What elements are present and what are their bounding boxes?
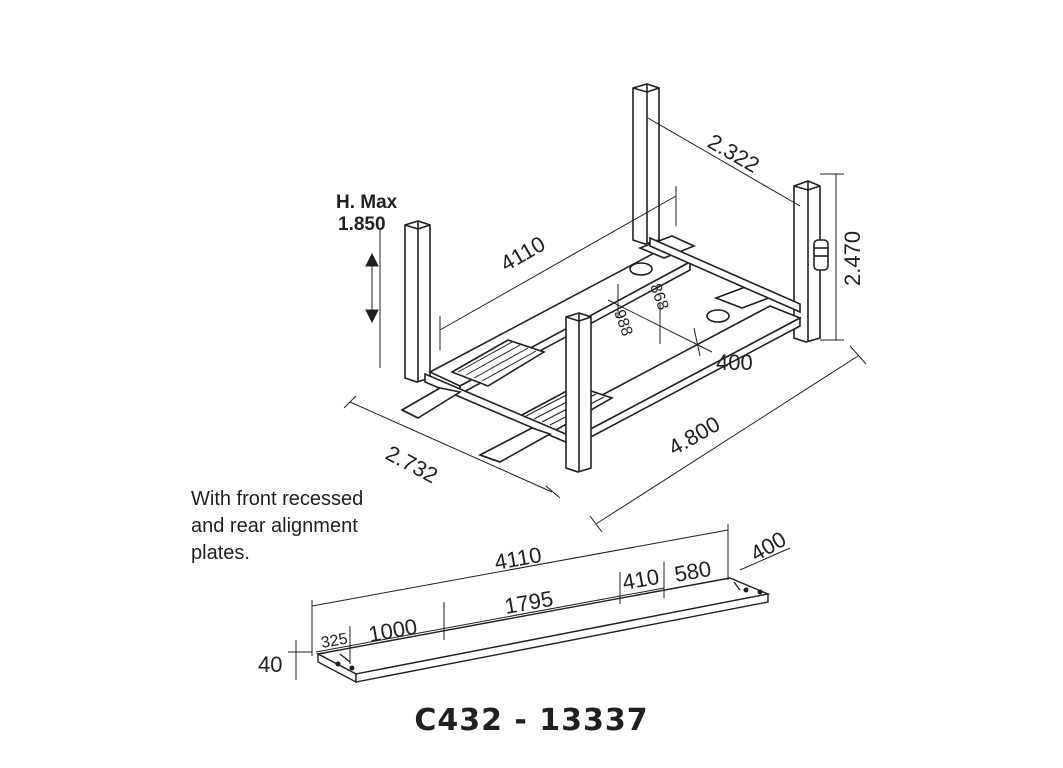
runway-detail-drawing bbox=[315, 577, 771, 684]
runway-thickness: 40 bbox=[258, 652, 282, 677]
runway-width: 400 bbox=[746, 526, 790, 566]
dim-post-spacing-diagonal: 2.322 bbox=[704, 129, 764, 178]
dim-column-height: 2.470 bbox=[840, 231, 865, 286]
runway-total-length: 4110 bbox=[493, 542, 544, 575]
post-rear-left bbox=[632, 83, 660, 245]
note-line-3: plates. bbox=[191, 542, 250, 564]
dim-max-height-label: H. Max bbox=[336, 192, 398, 213]
dim-overall-length: 4.800 bbox=[664, 411, 724, 460]
dim-max-height-value: 1.850 bbox=[338, 214, 386, 235]
post-front-left bbox=[404, 220, 431, 383]
model-number: C432 - 13337 bbox=[414, 703, 649, 738]
dim-runway-width: 400 bbox=[716, 350, 753, 375]
note-text: With front recessed and rear alignment p… bbox=[191, 486, 391, 567]
four-post-lift-drawing bbox=[400, 83, 829, 473]
note-line-1: With front recessed bbox=[191, 488, 364, 510]
dim-inner-width-a: 868 bbox=[646, 282, 671, 313]
runway-segment-1: 325 bbox=[320, 631, 349, 652]
runway-detail-dimension-lines bbox=[288, 524, 791, 680]
post-rear-right bbox=[793, 180, 829, 343]
dim-overall-width: 2.732 bbox=[382, 440, 442, 488]
dim-runway-length: 4110 bbox=[496, 231, 549, 276]
note-line-2: and rear alignment bbox=[191, 515, 358, 537]
post-front-right bbox=[565, 312, 592, 473]
ramp-right bbox=[477, 427, 552, 463]
runway-segment-4: 410 bbox=[621, 564, 662, 595]
crossbeam-rear bbox=[649, 236, 801, 314]
dimension-lines bbox=[343, 117, 867, 533]
